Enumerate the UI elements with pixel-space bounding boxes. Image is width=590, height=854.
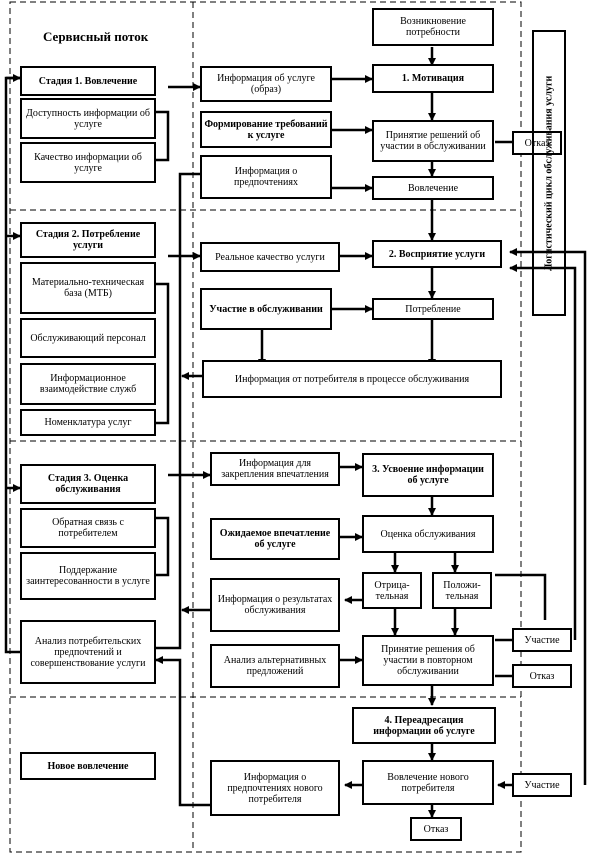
analysis-box: Анализ потребительских предпочтений и со…: [20, 620, 156, 684]
perception-box: 2. Восприятие услуги: [372, 240, 502, 268]
participation2-box: Участие: [512, 773, 572, 797]
logistic-cycle-label: Логистический цикл обслуживания услуги: [532, 30, 566, 316]
positive-box: Положи-тельная: [432, 572, 492, 609]
info-interaction-box: Информационное взаимодействие служб: [20, 363, 156, 405]
motivation-box: 1. Мотивация: [372, 64, 494, 93]
info-new-box: Информация о предпочтениях нового потреб…: [210, 760, 340, 816]
real-quality-box: Реальное качество услуги: [200, 242, 340, 272]
participation1-box: Участие: [512, 628, 572, 652]
info-consumer-box: Информация от потребителя в процессе обс…: [202, 360, 502, 398]
refusal-bottom-box: Отказ: [410, 817, 462, 841]
feedback-box: Обратная связь с потребителем: [20, 508, 156, 548]
info-quality-box: Качество информации об услуге: [20, 142, 156, 183]
stage2-box: Стадия 2. Потребление услуги: [20, 222, 156, 258]
info-fix-box: Информация для закрепления впечатления: [210, 452, 340, 486]
negative-box: Отрица-тельная: [362, 572, 422, 609]
page-title: Сервисный поток: [43, 29, 149, 44]
personnel-box: Обслуживающий персонал: [20, 318, 156, 358]
stage3-box: Стадия 3. Оценка обслуживания: [20, 464, 156, 504]
repeat-decision-box: Принятие решения об участии в повторном …: [362, 635, 494, 686]
decision-box: Принятие решений об участии в обслуживан…: [372, 120, 494, 162]
stage1-box: Стадия 1. Вовлечение: [20, 66, 156, 96]
availability-box: Доступность информации об услуге: [20, 98, 156, 139]
preferences-box: Информация о предпочтениях: [200, 155, 332, 199]
mtb-box: Материально-техническая база (МТБ): [20, 262, 156, 314]
alt-analysis-box: Анализ альтернативных предложений: [210, 644, 340, 688]
consumption-box: Потребление: [372, 298, 494, 320]
nomenclature-box: Номенклатура услуг: [20, 409, 156, 436]
new-involvement-right-box: Вовлечение нового потребителя: [362, 760, 494, 805]
participation-middle-box: Участие в обслуживании: [200, 288, 332, 330]
absorption-box: 3. Усвоение информации об услуге: [362, 453, 494, 497]
opinion-box: Ожидаемое впечатление об услуге: [210, 518, 340, 560]
interest-box: Поддержание заинтересованности в услуге: [20, 552, 156, 600]
info-image-box: Информация об услуге (образ): [200, 66, 332, 102]
refusal2-box: Отказ: [512, 664, 572, 688]
new-involvement-left-box: Новое вовлечение: [20, 752, 156, 780]
info-results-box: Информация о результатах обслуживания: [210, 578, 340, 632]
evaluation-box: Оценка обслуживания: [362, 515, 494, 553]
readdress-box: 4. Переадресация информации об услуге: [352, 707, 496, 744]
refusal1-box: Отказ: [512, 131, 562, 155]
need-box: Возникновение потребности: [372, 8, 494, 46]
involvement-box: Вовлечение: [372, 176, 494, 200]
requirements-box: Формирование требований к услуге: [200, 111, 332, 148]
